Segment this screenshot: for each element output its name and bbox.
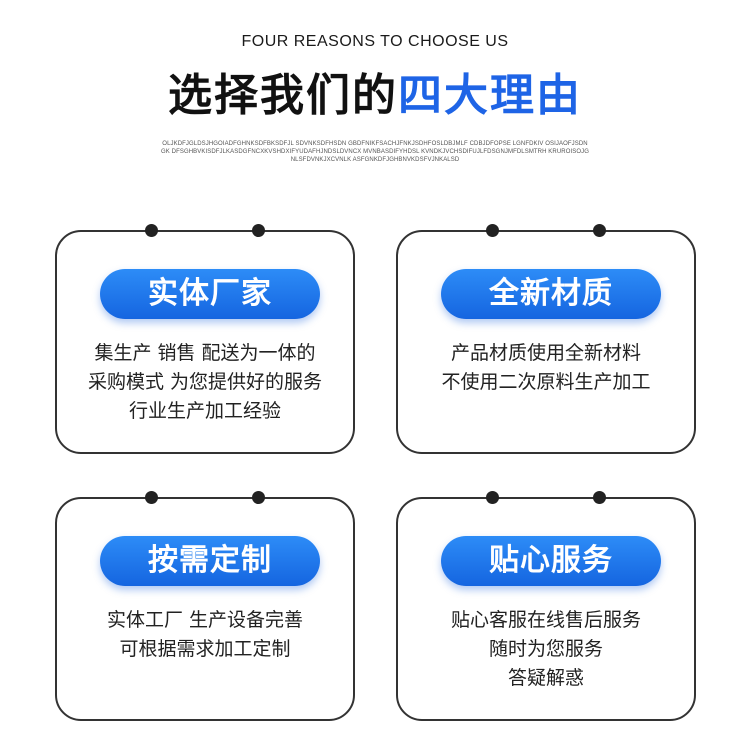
reason-card-custom: 按需定制 实体工厂 生产设备完善 可根据需求加工定制	[55, 491, 355, 721]
card-title-badge: 实体厂家	[100, 269, 320, 319]
card-dot-right	[593, 491, 606, 504]
card-dot-left	[145, 491, 158, 504]
card-title-badge: 贴心服务	[441, 536, 661, 586]
desc-line: 产品材质使用全新材料	[450, 342, 641, 364]
subtitle-english: FOUR REASONS TO CHOOSE US	[241, 33, 509, 50]
page-title: 选择我们的四大理由	[0, 66, 750, 126]
desc-line: 可根据需求加工定制	[119, 638, 291, 660]
card-description: 实体工厂 生产设备完善 可根据需求加工定制	[65, 606, 345, 664]
desc-line: 答疑解惑	[507, 667, 584, 689]
desc-line: 贴心客服在线售后服务	[450, 609, 641, 631]
desc-line: 不使用二次原料生产加工	[441, 371, 651, 393]
card-description: 贴心客服在线售后服务 随时为您服务 答疑解惑	[406, 606, 686, 693]
desc-line: 行业生产加工经验	[128, 400, 281, 422]
card-dot-right	[252, 224, 265, 237]
reason-card-service: 贴心服务 贴心客服在线售后服务 随时为您服务 答疑解惑	[396, 491, 696, 721]
desc-line: 实体工厂 生产设备完善	[106, 609, 304, 631]
desc-line: 集生产 销售 配送为一体的	[94, 342, 316, 364]
reason-card-factory: 实体厂家 集生产 销售 配送为一体的 采购模式 为您提供好的服务 行业生产加工经…	[55, 224, 355, 454]
desc-line: 随时为您服务	[488, 638, 603, 660]
reason-card-material: 全新材质 产品材质使用全新材料 不使用二次原料生产加工	[396, 224, 696, 454]
card-title-badge: 按需定制	[100, 536, 320, 586]
title-blue-part: 四大理由	[398, 70, 582, 121]
card-dot-left	[486, 491, 499, 504]
card-dot-left	[486, 224, 499, 237]
title-dark-part: 选择我们的	[168, 70, 398, 121]
card-dot-right	[252, 491, 265, 504]
card-dot-left	[145, 224, 158, 237]
desc-line: 采购模式 为您提供好的服务	[87, 371, 323, 393]
card-dot-right	[593, 224, 606, 237]
card-title-badge: 全新材质	[441, 269, 661, 319]
card-description: 产品材质使用全新材料 不使用二次原料生产加工	[406, 339, 686, 397]
card-description: 集生产 销售 配送为一体的 采购模式 为您提供好的服务 行业生产加工经验	[65, 339, 345, 426]
decorative-letters: OLJKDFJGLDSJHGOIADFGHNKSDFBKSDFJL SDVNKS…	[161, 141, 589, 163]
